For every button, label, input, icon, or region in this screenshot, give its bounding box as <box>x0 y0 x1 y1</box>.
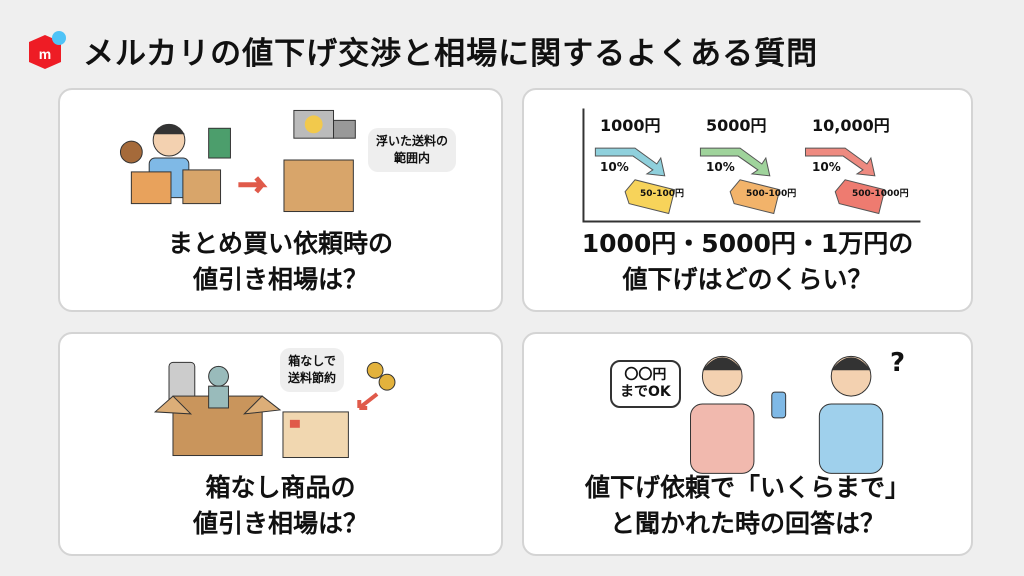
card-no-box-discount[interactable]: 箱なしで 送料節約 箱なし商品の値引き相場は？ <box>58 332 503 556</box>
speech-bubble: 〇〇円 までOK <box>610 360 681 408</box>
card-bundle-discount[interactable]: 浮いた送料の 範囲内 まとめ買い依頼時の値引き相場は？ <box>58 88 503 312</box>
card-caption: 1000円・5000円・1万円の値下げはどのくらい？ <box>581 229 914 294</box>
tag-range-label: 50-100円 <box>640 189 685 199</box>
conversation-illustration <box>690 355 884 474</box>
down-arrow-icon <box>699 147 771 177</box>
tag-range-label: 500-100円 <box>746 189 797 199</box>
speech-bubble: 箱なしで 送料節約 <box>280 348 345 392</box>
page-title: メルカリの値下げ交渉と相場に関するよくある質問 <box>83 36 819 72</box>
price-tag-icon <box>624 179 676 215</box>
down-arrow-icon <box>804 147 876 177</box>
card-price-discount[interactable]: 1000円 10% 50-100円 5000円 10% 500-100円 10,000円 10… <box>522 88 973 312</box>
card-caption: 箱なし商品の値引き相場は？ <box>192 473 368 538</box>
card-caption: まとめ買い依頼時の値引き相場は？ <box>167 229 393 294</box>
svg-text:m: m <box>39 46 51 62</box>
header: m メルカリの値下げ交渉と相場に関するよくある質問 <box>25 28 818 73</box>
mercari-logo-icon: m <box>29 30 66 69</box>
no-box-illustration <box>153 361 396 459</box>
percent-label: 10% <box>706 160 735 174</box>
percent-label: 10% <box>600 160 629 174</box>
card-how-much-answer[interactable]: 〇〇円 までOK ? 値下げ依頼で「いくらまで」と聞かれた時の回答は？ <box>522 332 973 556</box>
speech-bubble: 浮いた送料の 範囲内 <box>368 128 457 172</box>
price-discount-illustration <box>582 108 921 223</box>
down-arrow-icon <box>594 147 666 177</box>
price-label: 5000円 <box>706 116 767 135</box>
bundle-illustration <box>119 109 356 213</box>
price-label: 1000円 <box>600 116 661 135</box>
price-tag-icon <box>729 179 781 215</box>
card-caption: 値下げ依頼で「いくらまで」と聞かれた時の回答は？ <box>584 473 910 538</box>
price-tag-icon <box>834 179 886 215</box>
percent-label: 10% <box>812 160 841 174</box>
question-mark: ? <box>890 348 906 378</box>
price-label: 10,000円 <box>812 116 890 135</box>
tag-range-label: 500-1000円 <box>852 189 909 199</box>
